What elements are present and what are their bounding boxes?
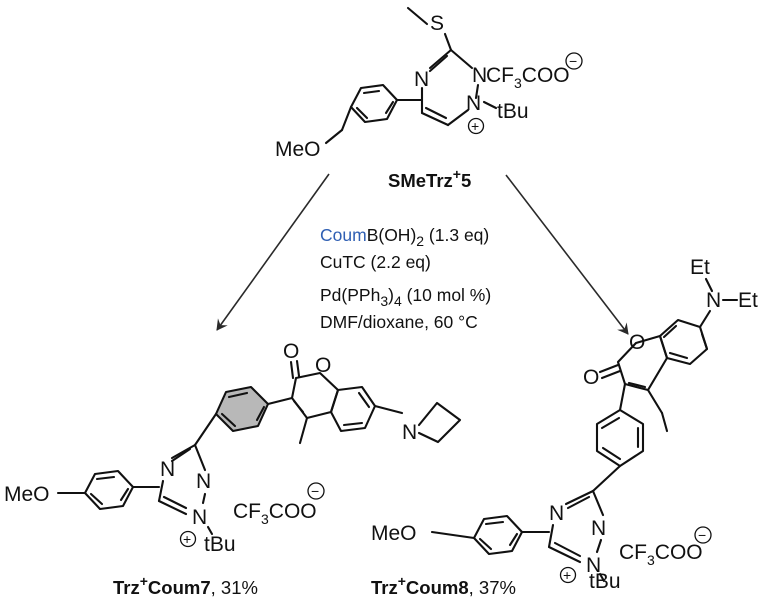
p1-cf3: CF3COO (233, 500, 317, 527)
p1-azetidine-nitrogen: N (402, 421, 417, 444)
p2-ring-oxygen: O (629, 331, 645, 354)
condition-catalyst: Pd(PPh3)4 (10 mol %) (320, 285, 491, 309)
p2-meo: MeO (371, 522, 417, 545)
product1-structure: O O N N N N (4, 340, 462, 598)
p1-carbonyl-oxygen: O (283, 340, 299, 363)
reactant-name: SMeTrz+5 (388, 166, 471, 191)
arrow-right (505, 174, 629, 335)
p1-triazine-n1: N (192, 506, 207, 529)
reactant-n1: N (466, 92, 481, 115)
p1-meo: MeO (4, 483, 50, 506)
condition-boronic-acid: CoumB(OH)2 (1.3 eq) (320, 225, 489, 249)
p2-triazine-n2: N (591, 517, 606, 540)
reactant-n2: N (472, 64, 487, 87)
p2-et-upper: Et (690, 256, 710, 279)
reactant-tbu: tBu (497, 100, 529, 123)
p1-triazine-n2: N (196, 470, 211, 493)
reactant-plus: + (471, 118, 479, 134)
p2-plus: + (563, 567, 571, 583)
p2-triazine-n4: N (549, 502, 564, 525)
p2-et-right: Et (738, 289, 758, 312)
p2-minus: − (698, 527, 706, 543)
reactant-minus: − (569, 53, 577, 69)
product2-structure: Et N Et O O N N N (371, 256, 758, 598)
reactant-meo: MeO (275, 138, 321, 161)
p2-carbonyl-oxygen: O (583, 366, 599, 389)
p2-triazine-n1: N (586, 554, 601, 577)
arrow-left (216, 173, 330, 331)
p1-minus: − (311, 483, 319, 499)
reactant-n4: N (414, 68, 429, 91)
condition-solvent-temperature: DMF/dioxane, 60 °C (320, 312, 478, 332)
reactant-structure: S N N N + tBu CF3COO − MeO SMeTrz+ (275, 6, 583, 191)
p2-amine-nitrogen: N (706, 289, 721, 312)
p1-tbu: tBu (204, 533, 236, 556)
p1-triazine-n4: N (160, 458, 175, 481)
p1-plus: + (183, 531, 191, 547)
product1-caption: Trz+Coum7, 31% (113, 573, 258, 598)
p2-tbu: tBu (589, 570, 621, 593)
p2-cf3: CF3COO (619, 541, 703, 568)
product2-caption: Trz+Coum8, 37% (371, 573, 516, 598)
reaction-conditions: CoumB(OH)2 (1.3 eq) CuTC (2.2 eq) Pd(PPh… (320, 225, 491, 332)
condition-cutc: CuTC (2.2 eq) (320, 252, 431, 272)
reactant-cf3: CF3COO (486, 64, 570, 91)
reactant-sulfur: S (430, 12, 444, 35)
p1-ring-oxygen: O (315, 354, 331, 377)
